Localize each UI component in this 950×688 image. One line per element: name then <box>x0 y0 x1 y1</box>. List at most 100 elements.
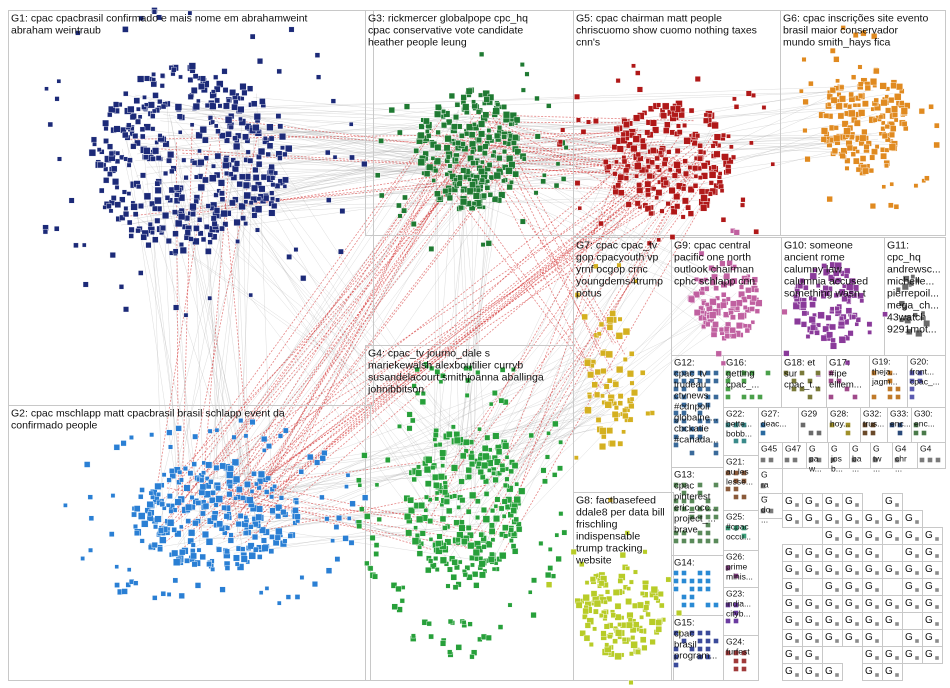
group-label-small-6: do <box>761 505 771 515</box>
node-tiny-group <box>914 655 920 661</box>
node-g4 <box>558 511 564 517</box>
tiny-group-label: G <box>865 530 873 541</box>
group-label-g21: G21: <box>726 457 744 467</box>
node-g1 <box>154 217 161 224</box>
node-tiny-group <box>794 604 800 610</box>
node-g4 <box>475 515 481 520</box>
node-g13 <box>713 514 719 520</box>
group-label-g22: bette... <box>726 419 752 429</box>
node-g2 <box>110 493 116 498</box>
group-label-g11: 9291mot... <box>887 324 937 336</box>
node-g3 <box>483 96 490 103</box>
node-g7 <box>605 350 613 359</box>
node-g2 <box>190 552 197 560</box>
edge-red <box>423 165 700 512</box>
node-g3 <box>479 51 485 57</box>
node-g4 <box>416 515 424 523</box>
node-g6 <box>863 143 870 150</box>
node-g1 <box>257 147 266 156</box>
node-g8 <box>648 618 656 626</box>
node-g1 <box>213 192 219 198</box>
node-g12 <box>705 418 711 424</box>
edge-gray <box>236 214 250 499</box>
group-label-g25: G25: <box>726 512 744 522</box>
group-label-g11: cpc_hq <box>887 252 921 264</box>
group-label-g3: heather people leung <box>368 37 467 49</box>
node-g3 <box>430 156 436 161</box>
node-g2 <box>274 534 281 541</box>
node-g1 <box>274 182 281 189</box>
node-g6 <box>820 136 827 143</box>
node-g14 <box>689 594 695 600</box>
node-g7 <box>584 359 592 367</box>
node-g2 <box>330 538 335 543</box>
node-g1 <box>275 113 282 119</box>
node-g8 <box>614 602 622 610</box>
node-g1 <box>128 226 135 233</box>
node-g1 <box>223 156 229 163</box>
node-g8 <box>598 613 604 618</box>
node-g6 <box>837 112 845 120</box>
node-g32 <box>870 422 876 428</box>
node-g1 <box>178 74 183 80</box>
edge-red <box>256 150 637 516</box>
node-g4 <box>364 560 370 566</box>
group-label-small-6: ... <box>761 515 768 525</box>
node-g4 <box>478 556 484 561</box>
node-g1 <box>239 83 247 91</box>
node-g5 <box>667 167 673 173</box>
node-tiny-group <box>834 519 840 525</box>
tiny-group-label: G <box>865 666 873 677</box>
node-g5 <box>732 96 737 102</box>
node-g6 <box>826 102 832 107</box>
node-g10 <box>830 342 837 350</box>
group-label-small-5: ra <box>761 480 769 490</box>
node-g15 <box>673 654 679 660</box>
node-g4 <box>361 452 368 459</box>
node-g4 <box>458 524 466 532</box>
node-g28 <box>845 422 851 428</box>
node-g10 <box>817 311 825 319</box>
node-g3 <box>520 87 526 93</box>
node-g1 <box>330 98 336 104</box>
node-g3 <box>493 171 502 180</box>
edge-red <box>431 138 648 515</box>
node-g5 <box>698 188 706 195</box>
node-g4 <box>504 476 510 482</box>
group-label-g22: G22: <box>726 409 744 419</box>
node-g4 <box>443 498 450 505</box>
group-box-tiny <box>882 663 903 681</box>
node-g3 <box>464 131 470 137</box>
node-g7 <box>606 324 614 331</box>
node-g5 <box>651 186 657 192</box>
node-g4 <box>445 431 453 438</box>
edge-gray <box>160 151 178 496</box>
node-g5 <box>598 220 604 227</box>
node-g2 <box>194 582 202 589</box>
node-g9 <box>712 321 719 328</box>
node-g4 <box>491 470 496 476</box>
node-g3 <box>480 159 485 165</box>
node-g1 <box>129 113 137 121</box>
node-g15 <box>673 630 679 636</box>
node-g1 <box>151 72 156 77</box>
node-g2 <box>156 492 161 497</box>
node-g2 <box>255 513 263 521</box>
node-g1 <box>236 180 243 188</box>
group-label-g26: prime <box>726 562 748 572</box>
node-g2 <box>272 484 277 489</box>
node-g2 <box>256 478 264 485</box>
node-g24 <box>733 666 739 672</box>
node-g6 <box>833 125 839 131</box>
node-g14 <box>681 594 687 600</box>
group-label-g7: G7: cpac cpac_tv <box>576 240 658 252</box>
node-g6 <box>839 84 845 90</box>
node-g6 <box>853 119 861 127</box>
node-g4 <box>499 467 506 473</box>
node-g4 <box>494 496 501 503</box>
edge-gray <box>248 118 880 215</box>
edge-gray <box>219 160 501 481</box>
node-g4 <box>455 644 462 651</box>
node-g3 <box>374 172 381 179</box>
group-label-g11: pierrepoil... <box>887 288 939 300</box>
